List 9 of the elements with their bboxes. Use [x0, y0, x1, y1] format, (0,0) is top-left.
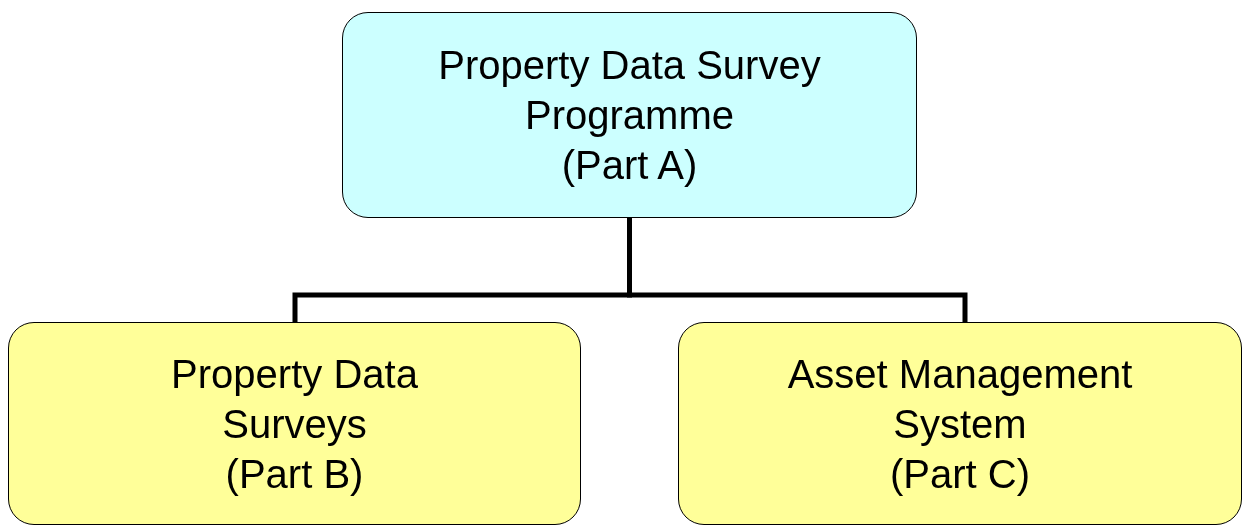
org-box [342, 12, 917, 218]
org-box [678, 322, 1242, 525]
box-label: Property Data Survey Programme [437, 42, 822, 139]
box-label: Asset Management System [786, 350, 1134, 448]
box-label: (Part A) [561, 142, 698, 189]
box-label: Property Data Surveys [170, 350, 419, 448]
org-box [8, 322, 581, 525]
box-label: (Part C) [890, 450, 1030, 498]
box-label: (Part B) [225, 450, 364, 498]
